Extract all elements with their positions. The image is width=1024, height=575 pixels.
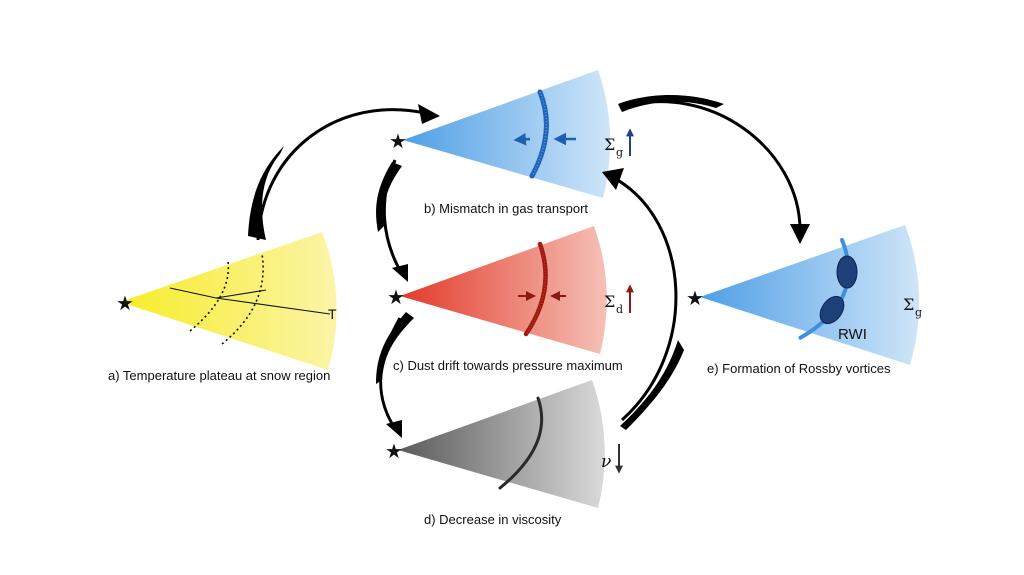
panel-c-caption: c) Dust drift towards pressure maximum [393, 358, 623, 373]
panel-b-symbol: Σ [604, 135, 615, 154]
panel-e-vortex-upper [836, 255, 858, 289]
panel-a-symbol: T [328, 306, 337, 322]
panel-c-ring-texture [525, 243, 547, 335]
panel-a-caption: a) Temperature plateau at snow region [108, 368, 330, 383]
arrow-c-to-d [376, 312, 414, 438]
panel-a: ★ T a) Temperature plateau at snow regio… [108, 232, 337, 383]
panel-c-wedge [400, 226, 607, 354]
panel-d-wedge [398, 380, 605, 508]
star-icon: ★ [389, 129, 407, 153]
panel-d-ring [498, 396, 544, 490]
panel-a-dotted-contour-1 [189, 261, 230, 332]
panel-b-ring [529, 89, 549, 179]
panel-d-symbol: ν [601, 452, 611, 472]
panel-e-vortex-label: RWI [838, 326, 867, 343]
star-icon: ★ [385, 439, 403, 463]
panel-b-inflow-arrow-left [513, 133, 531, 146]
panel-c-subscript: d [616, 303, 623, 316]
star-icon: ★ [116, 291, 134, 315]
panel-b-wedge [403, 70, 611, 198]
panel-e-wedge [700, 225, 920, 365]
panel-a-wedge [120, 232, 337, 370]
panel-e: ★ RWI Σ g e) Formation of Rossby vortice… [686, 225, 922, 376]
panel-b-subscript: g [616, 146, 623, 159]
star-icon: ★ [387, 285, 405, 309]
panel-c-symbol: Σ [604, 292, 615, 311]
panel-b-caption: b) Mismatch in gas transport [424, 201, 588, 216]
panel-c: ★ Σ d c) Dust drift towards pressure max… [387, 226, 634, 373]
arrow-b-to-e [618, 95, 810, 244]
panel-d: ★ ν d) Decrease in viscosity [385, 380, 623, 527]
panel-e-ring [798, 238, 851, 340]
arrow-b-to-c [376, 159, 408, 282]
panel-b: ★ Σ g b) Mismatch in gas transport [389, 70, 634, 216]
star-icon: ★ [686, 286, 704, 310]
panel-e-vortex-lower [819, 295, 845, 325]
arrow-a-to-b [248, 104, 440, 241]
arrow-d-to-b [602, 168, 684, 430]
panel-e-symbol: Σ [903, 295, 914, 314]
panel-d-caption: d) Decrease in viscosity [424, 512, 562, 527]
panel-a-branch-line [215, 289, 267, 299]
panel-e-caption: e) Formation of Rossby vortices [707, 361, 891, 376]
panel-e-subscript: g [915, 306, 922, 319]
